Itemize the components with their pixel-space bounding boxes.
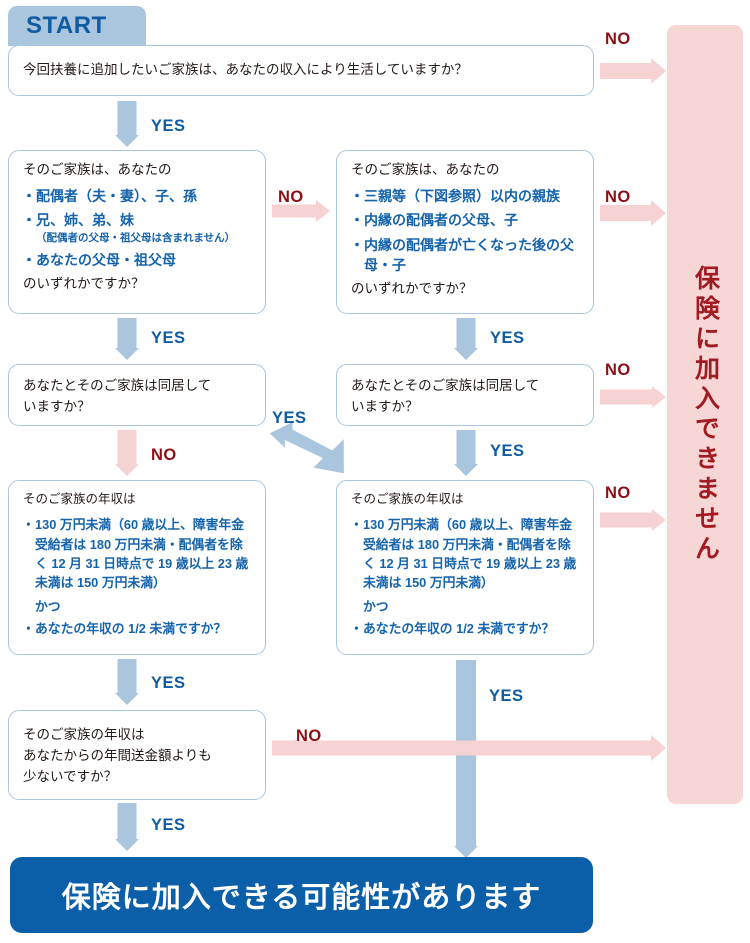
result-can-enroll-label: 保険に加入できる可能性があります <box>61 882 542 914</box>
question-box-relation-left[interactable]: そのご家族は、あなたの 配偶者（夫・妻）、子、孫 兄、姉、弟、妹 （配偶者の父母… <box>8 150 266 314</box>
edge-start-no-arrow <box>600 58 666 84</box>
question-box-cohabit-right[interactable]: あなたとそのご家族は同居して いますか？ <box>336 364 594 426</box>
relation-left-note: （配偶者の父母・祖父母は含まれません） <box>36 231 236 244</box>
question-box-start[interactable]: 今回扶養に追加したいご家族は、あなたの収入により生活していますか？ <box>8 45 594 96</box>
edge-relation-left-yes-label: YES <box>151 329 186 347</box>
income-right-lead: そのご家族の年収は <box>351 492 464 506</box>
edge-cohabit-left-yes-arrow <box>269 422 344 474</box>
edge-relation-left-no-label: NO <box>278 188 304 206</box>
edge-cohabit-left-no-label: NO <box>151 446 177 464</box>
edge-remittance-yes-label: YES <box>151 816 186 834</box>
edge-remittance-no-arrow <box>272 735 666 761</box>
cohabit-left-text: あなたとそのご家族は同居して いますか？ <box>23 378 212 414</box>
income-right-katsu: かつ <box>363 599 389 615</box>
list-item: あなたの年収の 1/2 未満ですか？ <box>22 619 253 638</box>
result-cannot-enroll-panel: 保険に加入できません <box>667 25 743 804</box>
start-tab: START <box>8 6 146 46</box>
question-box-income-right[interactable]: そのご家族の年収は 130 万円未満（60 歳以上、障害年金受給者は 180 万… <box>336 480 594 655</box>
edge-start-yes-arrow <box>113 101 141 147</box>
edge-cohabit-right-no-arrow <box>600 385 666 409</box>
question-box-remittance[interactable]: そのご家族の年収は あなたからの年間送金額よりも 少ないですか？ <box>8 710 266 800</box>
question-box-income-left[interactable]: そのご家族の年収は 130 万円未満（60 歳以上、障害年金受給者は 180 万… <box>8 480 266 655</box>
list-item: 130 万円未満（60 歳以上、障害年金受給者は 180 万円未満・配偶者を除く… <box>22 515 253 592</box>
income-left-list: 130 万円未満（60 歳以上、障害年金受給者は 180 万円未満・配偶者を除く… <box>22 515 253 592</box>
list-item: 内縁の配偶者の父母、子 <box>350 210 581 231</box>
edge-start-no-label: NO <box>605 30 631 48</box>
list-item: 内縁の配偶者が亡くなった後の父母・子 <box>350 235 581 276</box>
relation-right-lead: そのご家族は、あなたの <box>351 162 500 177</box>
edge-income-right-no-label: NO <box>605 484 631 502</box>
edge-cohabit-right-yes-label: YES <box>490 442 525 460</box>
edge-cohabit-right-no-label: NO <box>605 361 631 379</box>
list-item: あなたの年収の 1/2 未満ですか？ <box>350 619 581 638</box>
relation-left-tail: のいずれかですか？ <box>23 276 145 292</box>
edge-relation-right-yes-label: YES <box>490 329 525 347</box>
edge-relation-right-no-label: NO <box>605 188 631 206</box>
start-tab-label: START <box>26 12 107 39</box>
edge-cohabit-right-yes-arrow <box>452 430 480 476</box>
income-left-list-2: あなたの年収の 1/2 未満ですか？ <box>22 619 253 638</box>
remittance-text: そのご家族の年収は あなたからの年間送金額よりも 少ないですか？ <box>23 727 212 784</box>
question-start-text: 今回扶養に追加したいご家族は、あなたの収入により生活していますか？ <box>23 62 468 77</box>
question-box-relation-right[interactable]: そのご家族は、あなたの 三親等（下図参照）以内の親族 内縁の配偶者の父母、子 内… <box>336 150 594 314</box>
edge-relation-right-no-arrow <box>600 200 666 226</box>
edge-income-right-no-arrow <box>600 508 666 532</box>
question-box-cohabit-left[interactable]: あなたとそのご家族は同居して いますか？ <box>8 364 266 426</box>
income-left-lead: そのご家族の年収は <box>23 492 136 506</box>
edge-cohabit-left-no-arrow <box>113 430 141 476</box>
result-cannot-enroll-label: 保険に加入できません <box>691 264 720 565</box>
edge-income-left-yes-label: YES <box>151 674 186 692</box>
relation-left-item-2: 兄、姉、弟、妹 <box>36 212 134 229</box>
relation-left-lead: そのご家族は、あなたの <box>23 162 172 177</box>
relation-right-tail: のいずれかですか？ <box>351 281 473 297</box>
cohabit-right-text: あなたとそのご家族は同居して いますか？ <box>351 378 540 414</box>
result-can-enroll-box: 保険に加入できる可能性があります <box>10 857 593 933</box>
list-item: 130 万円未満（60 歳以上、障害年金受給者は 180 万円未満・配偶者を除く… <box>350 515 581 592</box>
edge-income-right-yes-label: YES <box>489 687 524 705</box>
relation-left-list: 配偶者（夫・妻）、子、孫 兄、姉、弟、妹 （配偶者の父母・祖父母は含まれません）… <box>22 186 253 271</box>
edge-remittance-no-label: NO <box>296 727 322 745</box>
edge-relation-left-no-arrow <box>272 200 330 222</box>
relation-right-list: 三親等（下図参照）以内の親族 内縁の配偶者の父母、子 内縁の配偶者が亡くなった後… <box>350 186 581 276</box>
edge-cohabit-left-yes-label: YES <box>272 409 307 427</box>
edge-start-yes-label: YES <box>151 117 186 135</box>
list-item: 配偶者（夫・妻）、子、孫 <box>22 186 253 207</box>
edge-relation-right-yes-arrow <box>452 318 480 360</box>
list-item: あなたの父母・祖父母 <box>22 250 253 271</box>
edge-remittance-yes-arrow <box>113 803 141 851</box>
list-item: 兄、姉、弟、妹 （配偶者の父母・祖父母は含まれません） <box>22 210 253 246</box>
income-right-list: 130 万円未満（60 歳以上、障害年金受給者は 180 万円未満・配偶者を除く… <box>350 515 581 592</box>
income-left-katsu: かつ <box>35 599 61 615</box>
edge-income-left-yes-arrow <box>113 659 141 705</box>
income-right-list-2: あなたの年収の 1/2 未満ですか？ <box>350 619 581 638</box>
edge-relation-left-yes-arrow <box>113 318 141 360</box>
list-item: 三親等（下図参照）以内の親族 <box>350 186 581 207</box>
